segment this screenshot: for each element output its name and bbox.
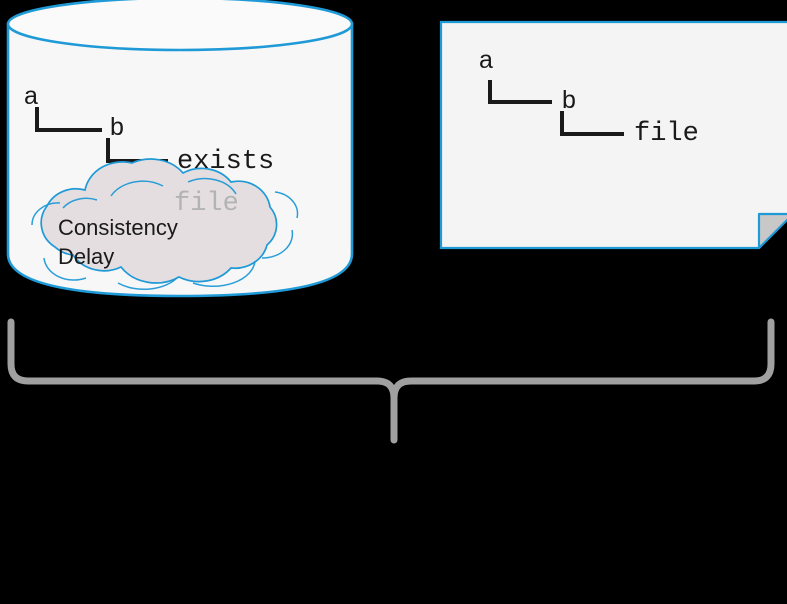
cloud-inner-bumps	[31, 177, 299, 291]
note-connector-b-to-file	[560, 111, 624, 136]
note-connector-a-to-b	[488, 80, 552, 104]
object-store-node-file: file	[174, 189, 239, 219]
bottom-curly-brace	[7, 318, 775, 444]
object-store-node-b: b	[110, 113, 124, 141]
cloud-label-line1: Consistency	[58, 215, 178, 240]
cloud-label-line2: Delay	[58, 244, 115, 269]
note-node-a: a	[479, 46, 493, 74]
object-store-node-exists: exists	[177, 147, 275, 177]
brace-path	[7, 318, 775, 444]
cylinder-top-ellipse	[6, 0, 354, 52]
note-folded-corner	[757, 212, 787, 250]
consistency-delay-cloud[interactable]	[31, 158, 299, 291]
note-node-b: b	[562, 86, 576, 114]
cloud-shape	[40, 158, 278, 284]
note-node-file: file	[634, 119, 699, 149]
filesystem-note-tree-connectors	[488, 80, 624, 136]
object-store-node-a: a	[24, 82, 38, 110]
connector-a-to-b	[35, 107, 102, 132]
